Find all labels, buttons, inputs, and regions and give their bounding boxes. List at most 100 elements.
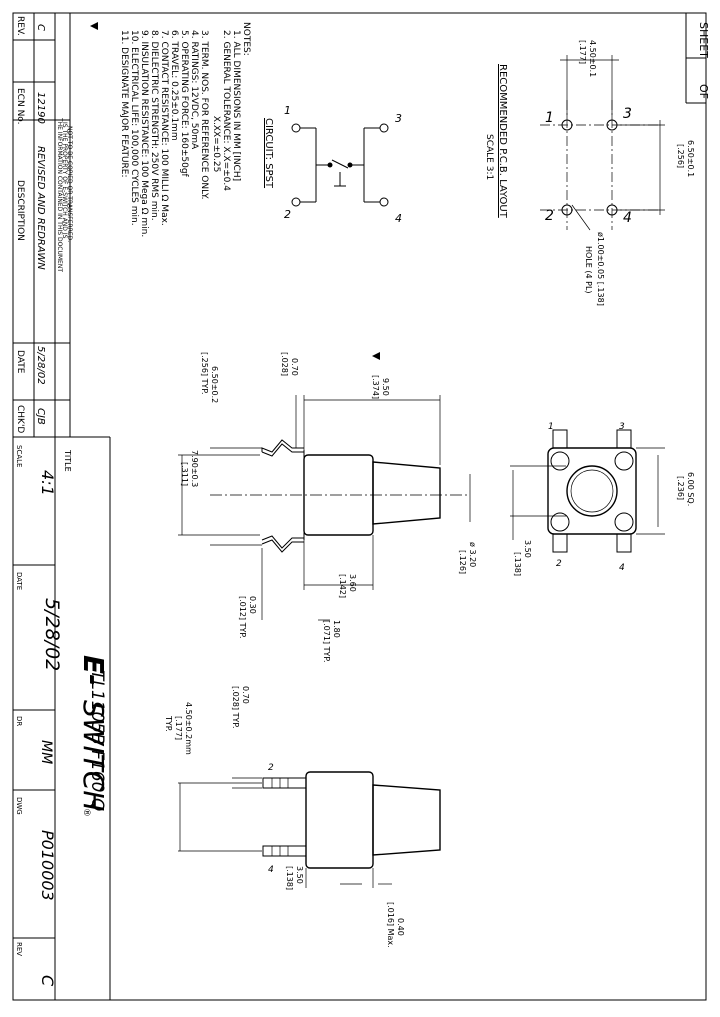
circuit-label: CIRCUIT: SPST <box>263 118 274 189</box>
notes-heading: NOTES: <box>241 22 251 56</box>
side-dim-h-in: [.374] <box>371 375 380 399</box>
front-body <box>305 771 374 869</box>
note-8: 8. DIELECTRIC STRENGTH: 250V RMS min. <box>149 30 159 221</box>
side-dim-w-in: [.256] TYP. <box>200 352 209 395</box>
sheet-label: SHEET <box>697 22 710 58</box>
side-dim-g-in: [.071] TYP. <box>322 620 331 663</box>
top-dim-d2: 3.50 <box>523 540 532 558</box>
side-dim-b: 7.90±0.3 <box>190 450 199 487</box>
top-pin-2: 2 <box>556 559 562 569</box>
pcb-dim-b-in: [.177] <box>578 40 587 64</box>
pcb-pin-1: 1 <box>545 110 554 126</box>
note-2: 2. GENERAL TOLERANCE: X.X=±0.4 <box>221 30 231 191</box>
revision-table: REV. ECN No. DESCRIPTION DATE CHK'D C 12… <box>13 13 73 438</box>
top-view: 1 2 3 4 6.00 SQ. [.236] 3.50 [.138] ø 3.… <box>458 422 695 576</box>
top-body <box>547 447 637 535</box>
side-view: 9.50 [.374] 0.70 [.028] 6.50±0.2 [.256] … <box>178 352 470 663</box>
note-10: 10. ELECTRICAL LIFE: 100,000 CYCLES min. <box>129 30 139 226</box>
notice-line-2: IS THE PROPERTY OF E-SWITCH AND IS <box>61 122 68 239</box>
front-terminal-top <box>262 777 307 789</box>
side-dim-t-in: [.028] <box>280 352 289 376</box>
ecn-value: 12190 <box>35 92 46 124</box>
top-actuator <box>566 465 618 517</box>
chkd-value: CJB <box>35 408 46 425</box>
note-3: 3. TERM. NOS. FOR REFERENCE ONLY. <box>199 30 209 199</box>
dr-label: DR <box>15 716 23 726</box>
pcb-pin-2: 2 <box>545 208 554 224</box>
side-dim-b-in: [.311] <box>180 462 189 486</box>
side-dim-h: 9.50 <box>381 378 390 396</box>
front-dim-l: 0.40 <box>396 918 405 936</box>
front-dim-c-in: [.138] <box>285 866 294 890</box>
brand-prefix: E- <box>77 655 110 686</box>
circuit-term-3: 3 <box>395 112 402 125</box>
top-dim-sq-in: [.236] <box>676 476 685 500</box>
pcb-scale: SCALE 3:1 <box>484 134 494 180</box>
major-feature-triangle <box>90 22 98 30</box>
top-pin-1: 1 <box>548 422 554 432</box>
sheet-of-label: OF <box>697 84 710 99</box>
description-value: REVISED AND REDRAWN <box>35 146 46 270</box>
pcb-dim-a-in: [.256] <box>676 144 685 168</box>
front-dim-s: 4.50±0.2mm <box>184 702 193 755</box>
rev-value-title: C <box>38 975 57 987</box>
circuit-term-1: 1 <box>284 104 291 117</box>
side-dim-e: 3.60 <box>348 574 357 592</box>
top-dim-d1: ø 3.20 <box>468 542 477 567</box>
title-label: TITLE <box>63 449 72 472</box>
sheet-border <box>12 12 707 1001</box>
sheet-box: SHEET OF <box>685 13 710 104</box>
top-pin-3: 3 <box>619 422 625 432</box>
dwg-value: P010003 <box>38 830 57 901</box>
top-dim-sq: 6.00 SQ. <box>686 472 695 506</box>
note-11: 11. DESIGNATE MAJOR FEATURE: <box>119 30 129 178</box>
major-feature-marker <box>372 352 380 360</box>
dr-value: MM <box>38 740 54 764</box>
ecn-header: ECN No. <box>15 88 25 125</box>
front-actuator <box>372 784 441 856</box>
circuit-term-4: 4 <box>395 212 402 225</box>
scale-label: SCALE <box>15 445 23 467</box>
front-pin-4: 4 <box>268 865 274 875</box>
pcb-hole-callout: ø1.00±0.05 [.138] <box>596 232 605 306</box>
date-value: 5/28/02 <box>35 346 46 385</box>
note-7: 7. CONTACT RESISTANCE: 100 MILLI Ω Max. <box>159 30 169 226</box>
notice-line-1: THE INFORMATION CONTAINED IN THIS DOCUME… <box>56 117 63 272</box>
front-dim-s-typ: TYP. <box>164 715 173 732</box>
side-dim-w: 6.50±0.2 <box>210 366 219 403</box>
top-pin-4: 4 <box>619 563 625 573</box>
dwg-label: DWG <box>15 797 23 815</box>
pcb-hole-count: HOLE (4 PL) <box>584 246 593 294</box>
title-block: TITLE TL1105B F160 Q E- SWITCH ® SCALE 4… <box>13 436 111 1000</box>
pcb-dim-a: 6.50±0.1 <box>686 140 695 177</box>
top-dim-d1-in: [.126] <box>458 550 467 574</box>
brand-registered-mark: ® <box>81 808 91 817</box>
pcb-layout: RECOMMENDED P.C.B. LAYOUT SCALE 3:1 1 2 … <box>484 40 695 306</box>
rev-value: C <box>35 24 46 31</box>
chkd-header: CHK'D <box>15 405 25 433</box>
scale-value: 4:1 <box>38 470 57 496</box>
notes-section: NOTES: 1. ALL DIMENSIONS IN MM [INCH] 2.… <box>90 22 251 237</box>
date-label: DATE <box>15 572 23 590</box>
front-terminal-bottom <box>262 845 307 857</box>
side-dim-t: 0.70 <box>290 358 299 376</box>
pcb-pin-4: 4 <box>623 210 632 226</box>
note-2b: X.XX=±0.25 <box>211 30 221 172</box>
front-pin-2: 2 <box>268 763 274 773</box>
circuit-term-2: 2 <box>284 208 291 221</box>
pcb-title: RECOMMENDED P.C.B. LAYOUT <box>497 64 508 219</box>
side-dim-g: 1.80 <box>332 620 341 638</box>
note-1: 1. ALL DIMENSIONS IN MM [INCH] <box>231 30 241 181</box>
note-6: 6. TRAVEL: 0.25±0.1mm <box>169 30 179 141</box>
note-9: 9. INSULATION RESISTANCE: 100 Mega Ω min… <box>139 30 149 237</box>
note-5: 5. OPERATING FORCE: 160±50gf <box>179 30 189 178</box>
front-dim-t-in: [.028] TYP. <box>231 686 240 729</box>
front-dim-t: 0.70 <box>241 686 250 704</box>
front-view: 2 4 0.70 [.028] TYP. 4.50±0.2mm [.177] T… <box>164 686 441 948</box>
side-dim-f-in: [.012] TYP. <box>238 596 247 639</box>
description-header: DESCRIPTION <box>15 180 25 241</box>
brand-name: SWITCH <box>77 700 110 811</box>
note-4: 4. RATINGS: 12VDC, 50mA <box>189 30 199 150</box>
